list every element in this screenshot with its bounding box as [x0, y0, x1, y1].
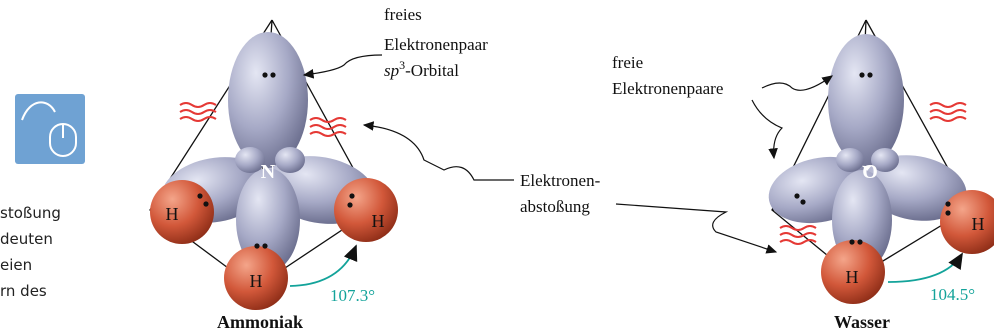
- water-molecule: O H H 104.5° Wasser: [762, 20, 994, 332]
- water-title: Wasser: [834, 312, 890, 332]
- repulsion-arrow-to-ammonia: [364, 125, 514, 180]
- ammonia-h-label-right: H: [372, 211, 385, 231]
- side-note: stoßung deuten eien rn des: [0, 94, 85, 300]
- water-h-label-bottom: H: [846, 267, 859, 287]
- water-angle-label: 104.5°: [930, 285, 975, 304]
- water-lone-pair-lobe-top: [828, 34, 904, 166]
- water-angle-arc: [888, 254, 962, 282]
- water-h-label-right: H: [972, 214, 985, 234]
- orbital-label: sp3-Orbital: [384, 58, 459, 80]
- water-annotation-arrow-top: [762, 76, 832, 90]
- repulsion-label-line-1: Elektronen-: [520, 171, 601, 190]
- water-annotation: freie Elektronenpaare: [612, 53, 832, 158]
- ammonia-angle-label: 107.3°: [330, 286, 375, 305]
- water-central-atom: O: [862, 161, 878, 183]
- ammonia-small-lobe-right: [275, 147, 305, 173]
- ammonia-h-label-left: H: [166, 204, 179, 224]
- ammonia-h-label-bottom: H: [250, 271, 263, 291]
- ammonia-annotation: freies Elektronenpaar sp3-Orbital: [304, 5, 488, 80]
- repulsion-annotation: Elektronen- abstoßung: [364, 125, 776, 252]
- ammonia-h-atom-right: [334, 178, 398, 242]
- water-annotation-arrow-bottom: [752, 100, 782, 158]
- water-annotation-line-1: freie: [612, 53, 643, 72]
- ammonia-title: Ammoniak: [217, 312, 303, 332]
- ammonia-molecule: N H H H 107.3° Ammoniak: [150, 20, 398, 332]
- ammonia-annotation-line-1: freies: [384, 5, 422, 24]
- ammonia-h-atom-left: [150, 180, 214, 244]
- repulsion-label-line-2: abstoßung: [520, 197, 590, 216]
- ammonia-central-atom: N: [261, 161, 276, 183]
- side-note-line-1: stoßung: [0, 204, 61, 222]
- side-note-line-3: eien: [0, 256, 32, 274]
- ammonia-angle-arc: [290, 246, 356, 286]
- ammonia-lone-pair-lobe: [228, 32, 308, 168]
- repulsion-arrow-to-water: [616, 204, 776, 252]
- ammonia-annotation-arrow: [304, 55, 382, 75]
- side-note-line-2: deuten: [0, 230, 53, 248]
- water-annotation-line-2: Elektronenpaare: [612, 79, 723, 98]
- side-note-line-4: rn des: [0, 282, 47, 300]
- ammonia-annotation-line-2: Elektronenpaar: [384, 35, 488, 54]
